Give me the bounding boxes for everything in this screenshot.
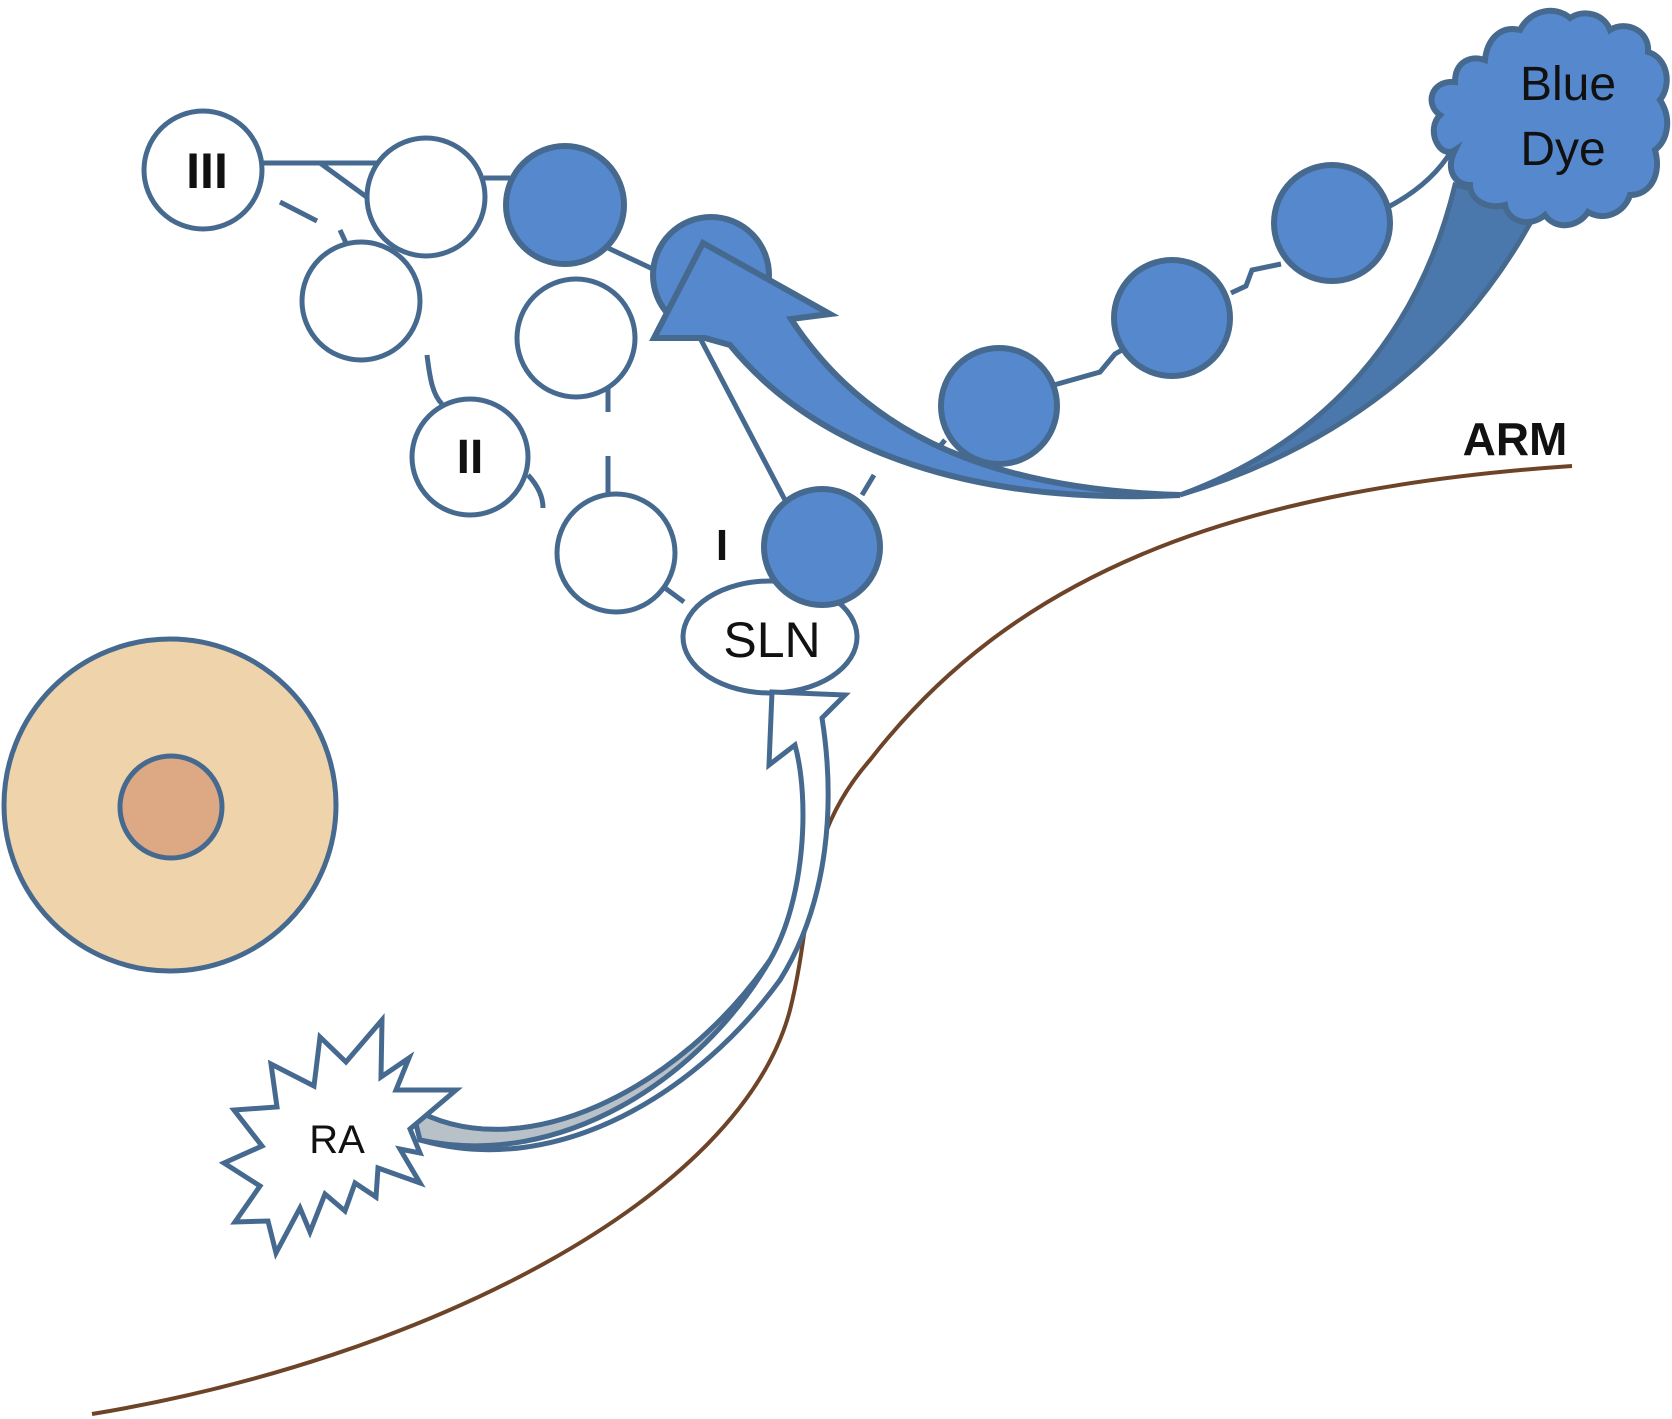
radioactive-tracer-starburst (218, 1013, 463, 1260)
blue-dye-cloud (1428, 7, 1671, 229)
radioactive-tracer-arrow-shadow (408, 958, 773, 1149)
lymph-node-blue (1111, 257, 1233, 379)
blue-dye-tail (1179, 181, 1544, 498)
nipple (117, 753, 225, 861)
lymph-node-empty (364, 135, 488, 259)
breast (1, 636, 339, 974)
sentinel-node-blue (761, 486, 883, 608)
radioactive-tracer-arrow (408, 689, 851, 1153)
blue-dye-arrow (649, 238, 1181, 500)
level-3-label: III (186, 143, 228, 199)
arm-label: ARM (1463, 413, 1568, 465)
lymph-node-empty (554, 491, 678, 615)
lymph-node-blue (938, 345, 1060, 467)
ra-label: RA (309, 1118, 365, 1162)
lymph-node-blue (1271, 162, 1393, 284)
node-level-3 (141, 108, 265, 232)
lymph-node-empty (299, 239, 423, 363)
unstained-nodes (141, 108, 678, 615)
level-2-label: II (457, 431, 484, 484)
blue-dye-label-line1: Blue (1520, 58, 1616, 111)
lymph-node-blue (503, 143, 627, 267)
blue-dye-label-line2: Dye (1520, 123, 1605, 176)
stained-nodes (503, 143, 1393, 467)
lymph-node-empty (514, 276, 638, 400)
node-level-2 (409, 396, 531, 518)
sln-label: SLN (723, 612, 820, 668)
level-1-label: I (716, 521, 728, 570)
